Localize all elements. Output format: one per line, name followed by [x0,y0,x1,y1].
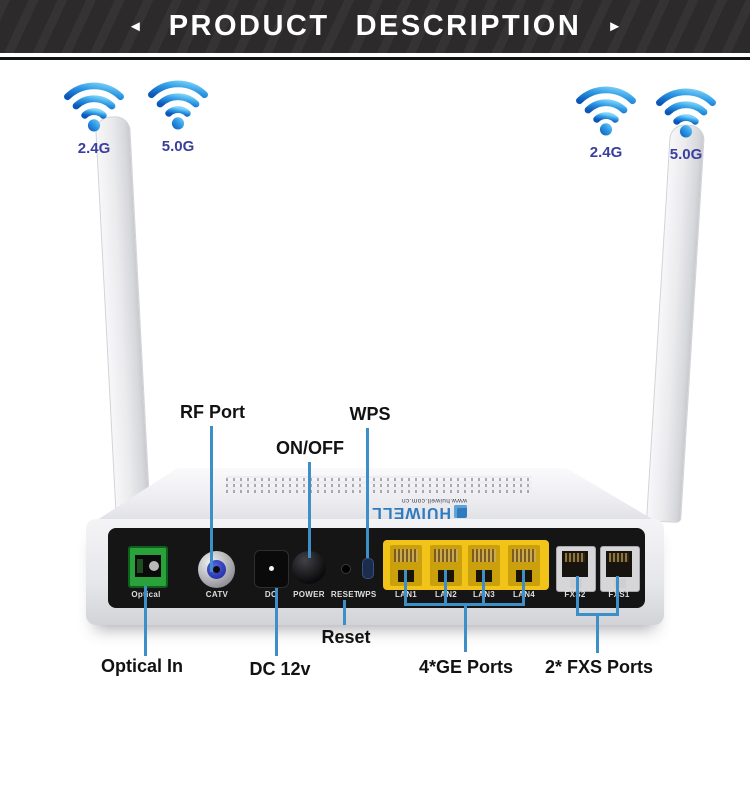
fxs-ports-line [596,613,599,653]
arrow-right-icon: ► [607,18,623,35]
banner-title-word2: DESCRIPTION [355,10,582,42]
fxs2-bracket-line [576,576,579,616]
rf-port-line [210,426,213,572]
reset-line [343,600,346,625]
optical-in-line [144,586,147,656]
dc-line [275,588,278,656]
onoff-line [308,462,311,558]
wifi-icon [576,86,636,136]
catv-port [198,551,235,588]
brand-name: HUIWELL [371,504,451,521]
banner: ◄ PRODUCT DESCRIPTION ► [0,0,750,53]
dc-jack [254,550,289,588]
wifi-right-50g: 5.0G [648,84,724,163]
wps-label: WPS [357,590,377,599]
lan1-bracket-line [404,570,407,606]
fxs1-label: FXS1 [608,590,630,599]
fxs1-bracket-line [616,576,619,616]
dc-port-label: DC [264,590,278,599]
wifi-left-50g: 5.0G [140,76,216,155]
lan2-bracket-line [444,570,447,606]
arrow-left-icon: ◄ [127,18,143,35]
wifi-band-label: 2.4G [77,140,111,157]
callout-optical-in: Optical In [100,656,183,676]
banner-title-word1: PRODUCT [168,10,330,42]
callout-wps: WPS [349,404,391,424]
brand-website: www.huiwell.com.cn [401,497,467,504]
callout-rf-port: RF Port [180,402,245,422]
wifi-left-24g: 2.4G [56,78,132,157]
reset-label: RESET [330,590,360,599]
rear-panel: Optical CATV DC POWER RESET WPS LAN1 LAN… [108,528,645,608]
ge-ports-line [464,603,467,652]
brand-logo: HUIWELL www.huiwell.com.cn [303,493,467,521]
catv-port-label: CATV [205,590,229,599]
antenna-right [646,123,706,524]
reset-pinhole [341,564,351,574]
fxs2-label: FXS2 [564,590,586,599]
lan3-bracket-line [482,570,485,606]
wifi-band-label: 5.0G [161,138,195,155]
wifi-band-label: 5.0G [669,146,703,163]
brand-logo-icon [454,505,467,519]
callout-ge-ports: 4*GE Ports [418,657,514,677]
power-label: POWER [293,590,325,599]
wifi-icon [656,88,716,138]
wifi-icon [148,80,208,130]
fxs1-port [600,546,640,592]
wifi-right-24g: 2.4G [568,82,644,161]
wifi-icon [64,82,124,132]
callout-fxs-ports: 2* FXS Ports [544,657,654,677]
banner-divider [0,57,750,60]
router-top-surface [88,468,664,526]
lan4-bracket-line [522,570,525,606]
wifi-band-label: 2.4G [589,144,623,161]
vent-grille [226,476,532,493]
callout-on-off: ON/OFF [276,438,344,458]
wps-line [366,428,369,558]
optical-port [128,546,168,588]
antenna-left [94,115,151,523]
callout-dc-12v: DC 12v [249,659,311,679]
callout-reset: Reset [321,627,371,647]
wps-button [362,558,374,579]
